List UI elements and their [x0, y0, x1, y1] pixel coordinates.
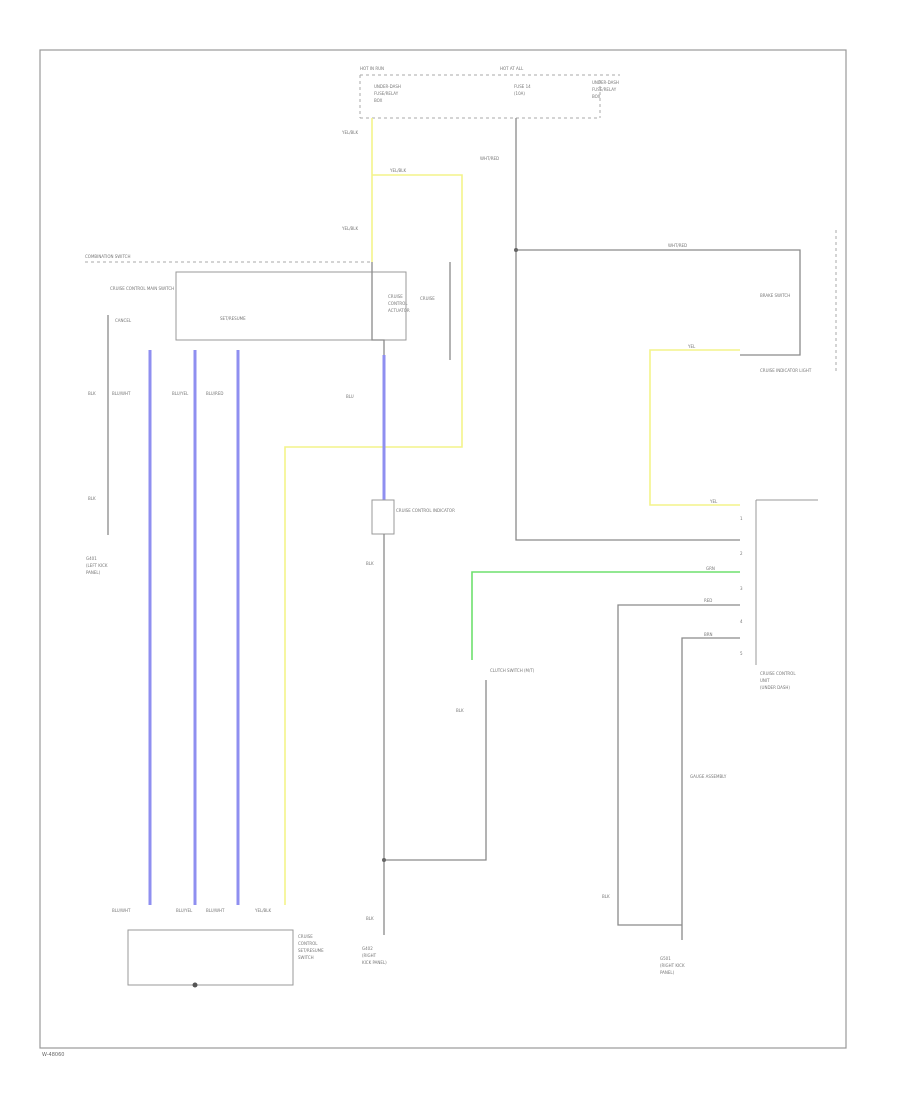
unit-pin: 5: [740, 651, 743, 656]
wire-unit-red: [617, 604, 740, 926]
ground-center-label: G402: [362, 946, 373, 951]
ground-left-label: (LEFT KICK: [86, 563, 108, 568]
ground-center-label: KICK PANEL): [362, 960, 387, 965]
fuse-box-ref: BOX: [592, 94, 601, 99]
wire-green: [471, 571, 740, 660]
wire-brake-branch: [516, 249, 801, 356]
steering-switch-label: SET/RESUME: [298, 948, 324, 953]
fuse-box-right-line: (10A): [514, 91, 525, 96]
actuator-label: CRUISE: [388, 294, 403, 299]
footer-code: W-48060: [42, 1052, 64, 1058]
brake-switch-label: BRAKE SWITCH: [760, 293, 790, 298]
wire-label-yel-blk: YEL/BLK: [389, 168, 407, 173]
fuse-box-left-title: HOT IN RUN: [360, 66, 384, 71]
ground-center-label: (RIGHT: [362, 953, 377, 958]
wire-label-blu-wht: BLU/WHT: [206, 908, 225, 913]
fuse-box-right-line: FUSE 14: [514, 84, 531, 89]
unit-pin: 2: [740, 551, 743, 556]
ground-left-label: G401: [86, 556, 97, 561]
wire-label-blu-wht: BLU/WHT: [112, 908, 131, 913]
steering-switch-box: [127, 929, 294, 986]
ground-right-label: (RIGHT KICK: [660, 963, 685, 968]
wire-switch-feed: [371, 262, 385, 500]
fuse-box-left-line: UNDER-DASH: [374, 84, 401, 89]
wire-label-yel: YEL: [687, 344, 696, 349]
fuse-box-right-title: HOT AT ALL: [500, 66, 524, 71]
unit-pin: 1: [740, 516, 743, 521]
unit-pin: 3: [740, 586, 743, 591]
ground-right-label: PANEL): [660, 970, 675, 975]
ground-right-label: G501: [660, 956, 671, 961]
cruise-unit-label: UNIT: [760, 678, 770, 683]
clutch-switch-label: CLUTCH SWITCH (M/T): [490, 668, 535, 673]
fuse-box-left-line: FUSE/RELAY: [374, 91, 399, 96]
wire-label-blk: BLK: [366, 916, 374, 921]
cruise-main-switch-label: CRUISE CONTROL MAIN SWITCH: [110, 286, 174, 291]
wire-label-red: RED: [704, 598, 712, 603]
wire-label-blu-red: BLU/RED: [206, 391, 223, 396]
wire-wht-red-feed: [515, 118, 740, 541]
wire-label-blu-yel: BLU/YEL: [176, 908, 193, 913]
wire-label-blk: BLK: [366, 561, 374, 566]
wire-label-wht-red: WHT/RED: [480, 156, 499, 161]
wire-label-blu-wht: BLU/WHT: [112, 391, 131, 396]
fuse-box-ref: UNDER-DASH: [592, 80, 619, 85]
wire-label-yel-blk: YEL/BLK: [341, 226, 359, 231]
gauge-assembly-label: GAUGE ASSEMBLY: [690, 774, 727, 779]
wire-label-blk: BLK: [88, 496, 96, 501]
wire-clutch-ground: [384, 680, 487, 861]
wire-yellow-unit: [649, 349, 740, 506]
cruise-unit-label: CRUISE CONTROL: [760, 671, 796, 676]
wire-label-wht-red: WHT/RED: [668, 243, 687, 248]
actuator-label: CONTROL: [388, 301, 408, 306]
wire-unit-brn: [681, 637, 740, 940]
cruise-indicator-light-label: CRUISE INDICATOR LIGHT: [760, 368, 812, 373]
wire-label-blu-yel: BLU/YEL: [172, 391, 189, 396]
wire-label-grn: GRN: [706, 566, 715, 571]
wire-label-yel-blk: YEL/BLK: [254, 908, 272, 913]
ground-left-label: PANEL): [86, 570, 101, 575]
wire-label-blk: BLK: [456, 708, 464, 713]
steering-switch-label: SWITCH: [298, 955, 314, 960]
splice-dot: [382, 858, 386, 862]
splice-dot: [514, 248, 518, 252]
wire-label-blk: BLK: [88, 391, 96, 396]
wire-label-blu: BLU: [346, 394, 354, 399]
fuse-box-ref: FUSE/RELAY: [592, 87, 617, 92]
combination-switch-label: COMBINATION SWITCH: [85, 254, 130, 259]
wire-label-brn: BRN: [704, 632, 713, 637]
wire-label-blk: BLK: [602, 894, 610, 899]
wire-yellow-loop: [284, 174, 463, 905]
switch-housing: [175, 271, 407, 341]
diagram-frame: [39, 49, 847, 1049]
cruise-indicator-box: [371, 499, 395, 535]
steering-switch-label: CRUISE: [298, 934, 313, 939]
splice-dot: [192, 982, 198, 988]
unit-pin: 4: [740, 619, 743, 624]
actuator-label: ACTUATOR: [388, 308, 410, 313]
wire-label-yel: YEL: [709, 499, 718, 504]
set-resume-label: SET/RESUME: [220, 316, 246, 321]
fuse-box-left-line: BOX: [374, 98, 383, 103]
cruise-unit-label: (UNDER DASH): [760, 685, 790, 690]
wire-label-yel-blk: YEL/BLK: [341, 130, 359, 135]
cruise-indicator-label: CRUISE CONTROL INDICATOR: [396, 508, 455, 513]
steering-switch-label: CONTROL: [298, 941, 318, 946]
cancel-label: CANCEL: [115, 318, 132, 323]
cruise-on-label: CRUISE: [420, 296, 435, 301]
